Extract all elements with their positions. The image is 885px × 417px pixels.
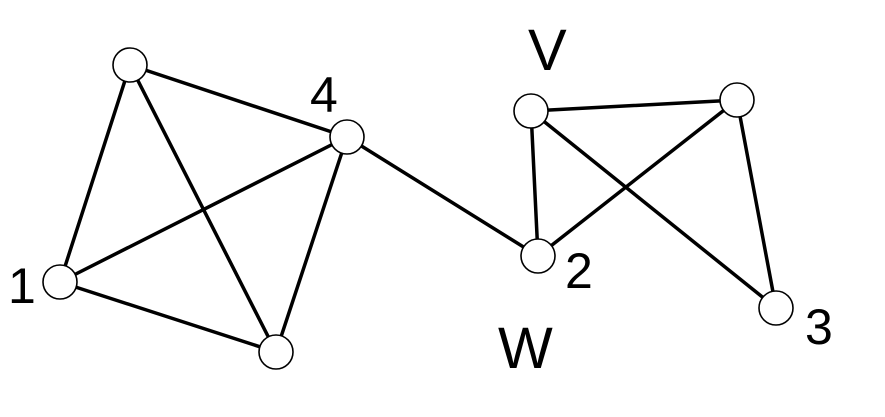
edge-n4-n2 (345, 135, 540, 258)
edge-v-top-right-top (529, 98, 739, 113)
set-label-v: V (528, 18, 567, 83)
edge-right-top-n3 (735, 98, 778, 310)
node-label-2: 2 (565, 243, 593, 299)
edge-top-left-n4 (128, 63, 349, 139)
edge-bottom-left-n4 (274, 135, 349, 354)
node-label-3: 3 (805, 299, 833, 355)
node-n3 (758, 290, 794, 326)
edge-layer (58, 63, 778, 354)
edge-n1-bottom-left (58, 280, 278, 354)
node-n1 (42, 264, 78, 300)
label-layer: 1 2 3 4 V W (8, 18, 833, 381)
edge-v-top-n2 (529, 109, 540, 258)
node-n2 (520, 238, 556, 274)
node-label-1: 1 (8, 258, 36, 314)
node-bottom-left (258, 334, 294, 370)
edge-n1-n4 (58, 135, 349, 284)
node-label-4: 4 (310, 67, 338, 123)
node-top-left (112, 47, 148, 83)
edge-v-top-n3 (529, 109, 778, 310)
edge-top-left-n1 (58, 63, 132, 284)
node-n4 (329, 119, 365, 155)
set-label-w: W (498, 316, 553, 381)
edge-n2-right-top (536, 98, 739, 258)
node-layer (42, 47, 794, 370)
node-v-top (513, 93, 549, 129)
node-right-top (719, 82, 755, 118)
